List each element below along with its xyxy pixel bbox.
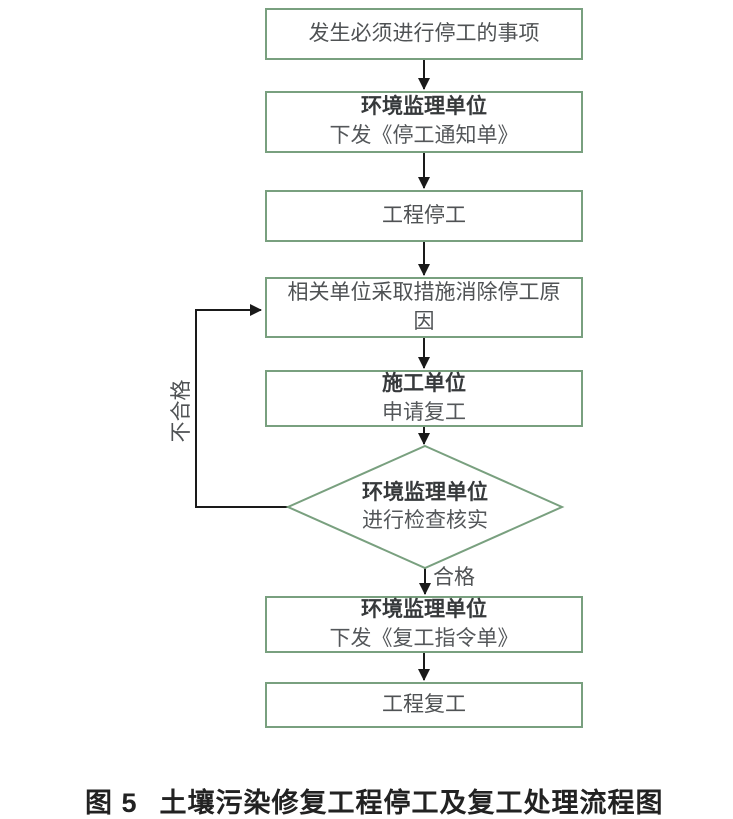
node-issue-resume-order: 环境监理单位 下发《复工指令单》 [265,596,583,653]
node-project-stop: 工程停工 [265,190,583,242]
node-apply-resume-title: 施工单位 [382,371,466,395]
feedback-loop-fail [195,304,288,508]
decision-check-text: 环境监理单位 进行检查核实 [305,479,545,535]
node-project-resume-label: 工程复工 [382,692,466,716]
node-apply-resume: 施工单位 申请复工 [265,370,583,427]
node-project-stop-label: 工程停工 [382,203,466,227]
node-stoppage-event-label: 发生必须进行停工的事项 [308,21,540,45]
node-eliminate-cause-label: 相关单位采取措施消除停工原因 [287,280,561,333]
edge-label-pass: 合格 [433,566,475,589]
decision-check-subtitle: 进行检查核实 [362,509,488,533]
node-issue-resume-order-subtitle: 下发《复工指令单》 [329,626,519,650]
decision-check-title: 环境监理单位 [362,481,488,504]
edge-label-fail: 不合格 [170,379,193,443]
node-issue-stop-notice-subtitle: 下发《停工通知单》 [329,124,519,147]
node-issue-stop-notice-title: 环境监理单位 [361,95,487,119]
figure-caption-number: 图 5 [85,788,138,818]
node-issue-resume-order-title: 环境监理单位 [361,597,487,621]
node-apply-resume-subtitle: 申请复工 [382,400,466,424]
decision-diamond-shape [285,444,565,570]
figure-caption: 图 5 土壤污染修复工程停工及复工处理流程图 [85,781,664,819]
node-issue-stop-notice: 环境监理单位 下发《停工通知单》 [265,91,583,153]
node-eliminate-cause: 相关单位采取措施消除停工原因 [265,277,583,338]
node-stoppage-event: 发生必须进行停工的事项 [265,8,583,60]
node-project-resume: 工程复工 [265,682,583,728]
figure-caption-title: 土壤污染修复工程停工及复工处理流程图 [159,788,664,818]
